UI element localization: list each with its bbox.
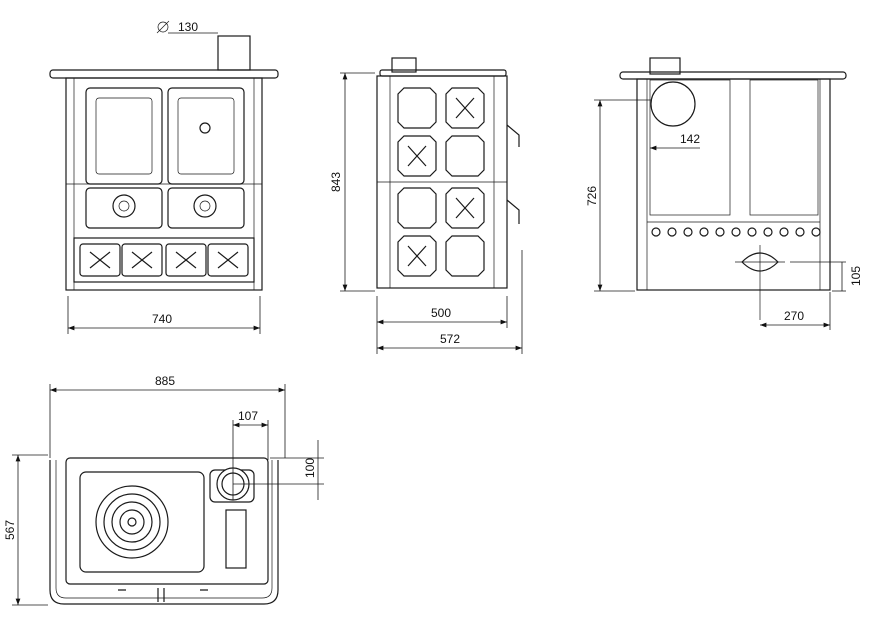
- top-view: 885 107 100 567: [3, 374, 324, 606]
- cooktop: [65, 457, 269, 585]
- side-tiles: [397, 87, 485, 277]
- rail: [49, 460, 279, 605]
- drawer-panel: [73, 237, 255, 283]
- hotplate-rings: [95, 485, 169, 559]
- total-depth-label: 572: [440, 332, 460, 346]
- total-depth-label: 567: [3, 520, 17, 540]
- drawer-tiles: [79, 243, 249, 277]
- front-view: 130 740: [49, 20, 279, 334]
- air-holes: [651, 227, 821, 237]
- handle-lower: [506, 199, 520, 224]
- flue-height-label: 726: [585, 186, 599, 206]
- flue-rear-offset-label: 100: [303, 458, 317, 478]
- rear-view: 142 726 105 270: [585, 57, 863, 330]
- flue-pipe: [391, 57, 417, 73]
- width-label: 740: [152, 312, 172, 326]
- air-regulator-left: [112, 194, 136, 218]
- hotplate: [79, 471, 205, 573]
- thermometer-icon: [199, 122, 211, 134]
- rear-body: [636, 78, 831, 291]
- air-inlet-offset-label: 270: [784, 309, 804, 323]
- air-regulator-right: [193, 194, 217, 218]
- flue-side-offset-label: 107: [238, 409, 258, 423]
- flue-offset-label: 142: [680, 132, 700, 146]
- flue-outlet: [650, 81, 696, 127]
- body-depth-label: 500: [431, 306, 451, 320]
- total-width-label: 885: [155, 374, 175, 388]
- handle-upper: [506, 124, 520, 147]
- flue-diameter-label: 130: [178, 20, 198, 34]
- oven-door-right: [167, 87, 245, 185]
- flue-pipe: [217, 35, 251, 71]
- oven-door-left: [85, 87, 163, 185]
- firebox-door: [85, 187, 163, 229]
- ashpan-door: [167, 187, 245, 229]
- air-inlet-height-label: 105: [849, 266, 863, 286]
- top-plate: [49, 69, 279, 79]
- flue-pipe: [649, 57, 681, 75]
- side-view: 843 500 572: [329, 57, 523, 354]
- height-label: 843: [329, 172, 343, 192]
- slot: [225, 509, 247, 569]
